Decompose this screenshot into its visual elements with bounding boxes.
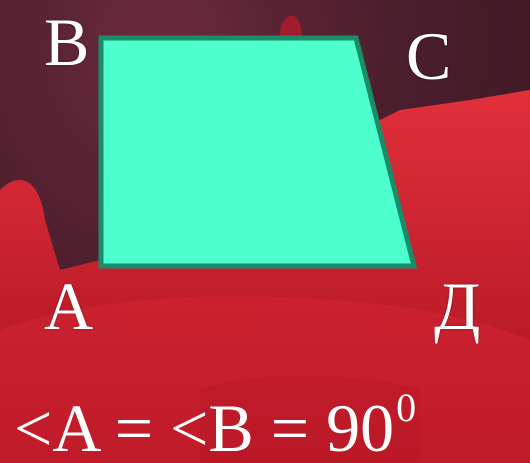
trapezoid-abcd [98, 35, 418, 269]
angle-equation-text: <A = <B = 90 [14, 390, 395, 463]
vertex-label-b: B [44, 4, 90, 80]
vertex-label-a: A [44, 268, 94, 344]
degree-exponent: 0 [396, 385, 417, 430]
vertex-label-d: Д [434, 268, 481, 344]
angle-equation: <A = <B = 900 [14, 385, 417, 463]
vertex-label-c: C [406, 18, 452, 94]
